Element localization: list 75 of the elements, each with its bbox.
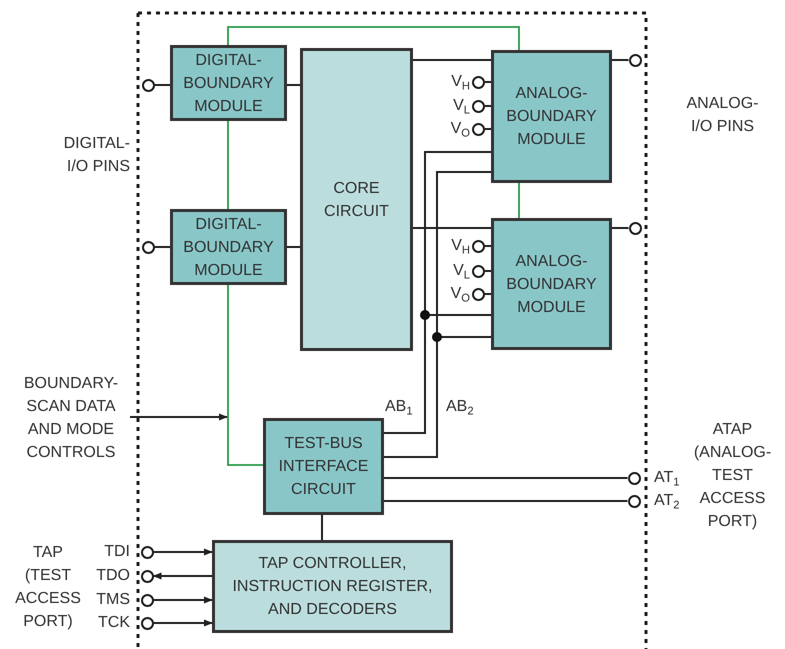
port-label: ATAP (ANALOG- TEST ACCESS PORT): [692, 420, 772, 532]
box-label: ANALOG- BOUNDARY MODULE: [505, 84, 598, 150]
pins-label: DIGITAL- I/O PINS: [62, 134, 130, 177]
pin-label: TDI: [103, 542, 130, 562]
controller-box: [212, 540, 453, 633]
connector-line: [484, 293, 491, 295]
box-label: CORE CIRCUIT: [323, 178, 390, 222]
pins-label: ANALOG- I/O PINS: [685, 94, 760, 137]
pin-terminal: [142, 240, 154, 254]
box-label: TEST-BUS INTERFACE CIRCUIT: [278, 434, 370, 500]
pin-terminal: [628, 222, 642, 234]
module-box: [491, 50, 612, 183]
connector-line: [227, 121, 229, 209]
pin-label: TMS: [95, 590, 130, 610]
arrow: [154, 619, 213, 627]
pin-terminal: [472, 100, 484, 112]
pin-label: V$_{O}$: [450, 284, 470, 305]
connector-line: [484, 270, 491, 272]
connector-line: [227, 26, 520, 50]
box-label: ANALOG- BOUNDARY MODULE: [505, 252, 598, 318]
core-box: [300, 48, 413, 351]
arrow: [130, 413, 228, 421]
connector-line: [227, 285, 263, 466]
pin-label: V$_{H}$: [450, 236, 470, 257]
pin-terminal: [472, 122, 484, 136]
pin-terminal: [140, 616, 154, 630]
pin-terminal: [472, 288, 484, 300]
pin-terminal: [142, 78, 154, 92]
pin-label: V$_{H}$: [450, 72, 470, 93]
connector-line: [384, 477, 628, 479]
connector-line: [154, 84, 170, 86]
module-box: [491, 218, 612, 350]
connector-line: [612, 59, 628, 61]
bus-label: AB$_{2}$: [446, 397, 475, 418]
module-box: [170, 45, 287, 121]
pin-terminal: [472, 240, 484, 252]
connector-line: [384, 500, 628, 502]
connector-line: [287, 246, 300, 248]
connector-line: [612, 227, 628, 229]
connector-line: [484, 81, 491, 83]
input-label: BOUNDARY- SCAN DATA AND MODE CONTROLS: [12, 376, 130, 460]
pin-label: AT$_{2}$: [654, 491, 680, 512]
connector-line: [413, 59, 491, 61]
interface-box: [263, 418, 384, 515]
connector-line: [484, 245, 491, 247]
connector-line: [413, 227, 491, 229]
pin-terminal: [628, 494, 640, 508]
box-label: DIGITAL- BOUNDARY MODULE: [182, 50, 275, 116]
pin-terminal: [140, 570, 154, 582]
arrow: [154, 596, 213, 604]
connector-line: [484, 105, 491, 107]
box-label: DIGITAL- BOUNDARY MODULE: [182, 214, 275, 280]
pin-label: AT$_{1}$: [654, 468, 680, 489]
arrow: [152, 572, 212, 580]
pin-label: TCK: [97, 613, 130, 633]
pin-label: V$_{O}$: [450, 119, 470, 140]
box-label: TAP CONTROLLER, INSTRUCTION REGISTER, AND DECODERS: [231, 554, 434, 620]
pin-terminal: [472, 76, 484, 88]
pin-label: V$_{L}$: [452, 261, 470, 282]
arrow: [154, 548, 213, 556]
pin-terminal: [628, 472, 640, 484]
connector-line: [321, 515, 323, 540]
connector-line: [154, 246, 170, 248]
module-box: [170, 209, 287, 285]
pin-label: TDO: [95, 566, 130, 586]
pin-terminal: [140, 594, 154, 606]
pin-terminal: [628, 54, 642, 66]
port-label: TAP (TEST ACCESS PORT): [14, 543, 82, 632]
pin-terminal: [140, 546, 154, 558]
connector-line: [287, 84, 300, 86]
connector-line: [518, 183, 520, 218]
pin-terminal: [472, 264, 484, 278]
connector-line: [484, 128, 491, 130]
bus-label: AB$_{1}$: [385, 397, 414, 418]
pin-label: V$_{L}$: [452, 96, 470, 117]
